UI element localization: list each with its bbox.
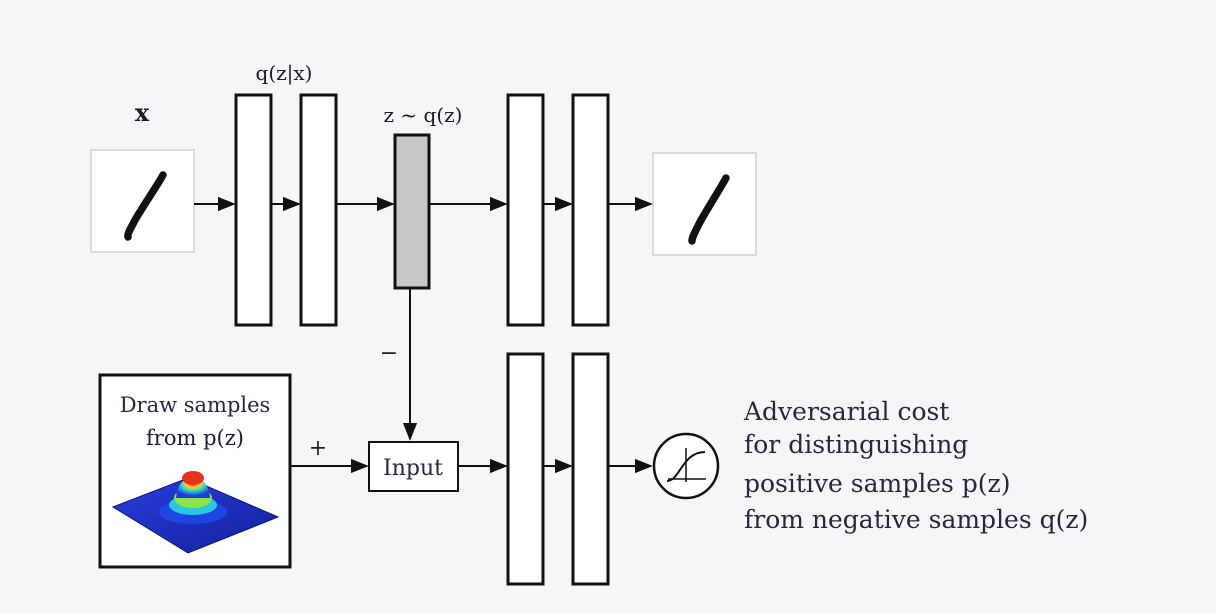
digit-one-output xyxy=(688,174,730,245)
prior-label-line2: from p(z) xyxy=(146,426,244,450)
latent-label: z ~ q(z) xyxy=(384,103,463,127)
sigmoid-icon xyxy=(652,432,720,500)
reconstructed-image xyxy=(652,152,757,256)
input-x-label: x xyxy=(135,98,150,127)
encoder-layer-1 xyxy=(234,93,273,327)
discriminator-layer-2 xyxy=(571,352,610,586)
encoder-label: q(z|x) xyxy=(256,61,313,86)
discriminator-input-box xyxy=(368,441,459,492)
digit-one-input xyxy=(124,171,167,241)
adversarial-line-3: positive samples p(z) xyxy=(744,469,1010,498)
adversarial-line-1: Adversarial cost xyxy=(743,397,949,426)
latent-code-z xyxy=(393,133,431,290)
discriminator-layer-1 xyxy=(506,352,545,586)
plus-sign: + xyxy=(309,436,327,461)
adversarial-line-2: for distinguishing xyxy=(744,430,968,459)
input-box-label: Input xyxy=(383,456,443,481)
adversarial-line-4: from negative samples q(z) xyxy=(744,505,1088,534)
minus-sign: − xyxy=(380,341,398,366)
adversarial-cost-text: Adversarial cost for distinguishing posi… xyxy=(743,397,1088,534)
prior-label-line1: Draw samples xyxy=(120,393,271,417)
encoder-layer-2 xyxy=(299,93,338,327)
decoder-layer-1 xyxy=(506,93,545,327)
gaussian-surface-icon xyxy=(111,471,280,554)
decoder-layer-2 xyxy=(571,93,610,327)
